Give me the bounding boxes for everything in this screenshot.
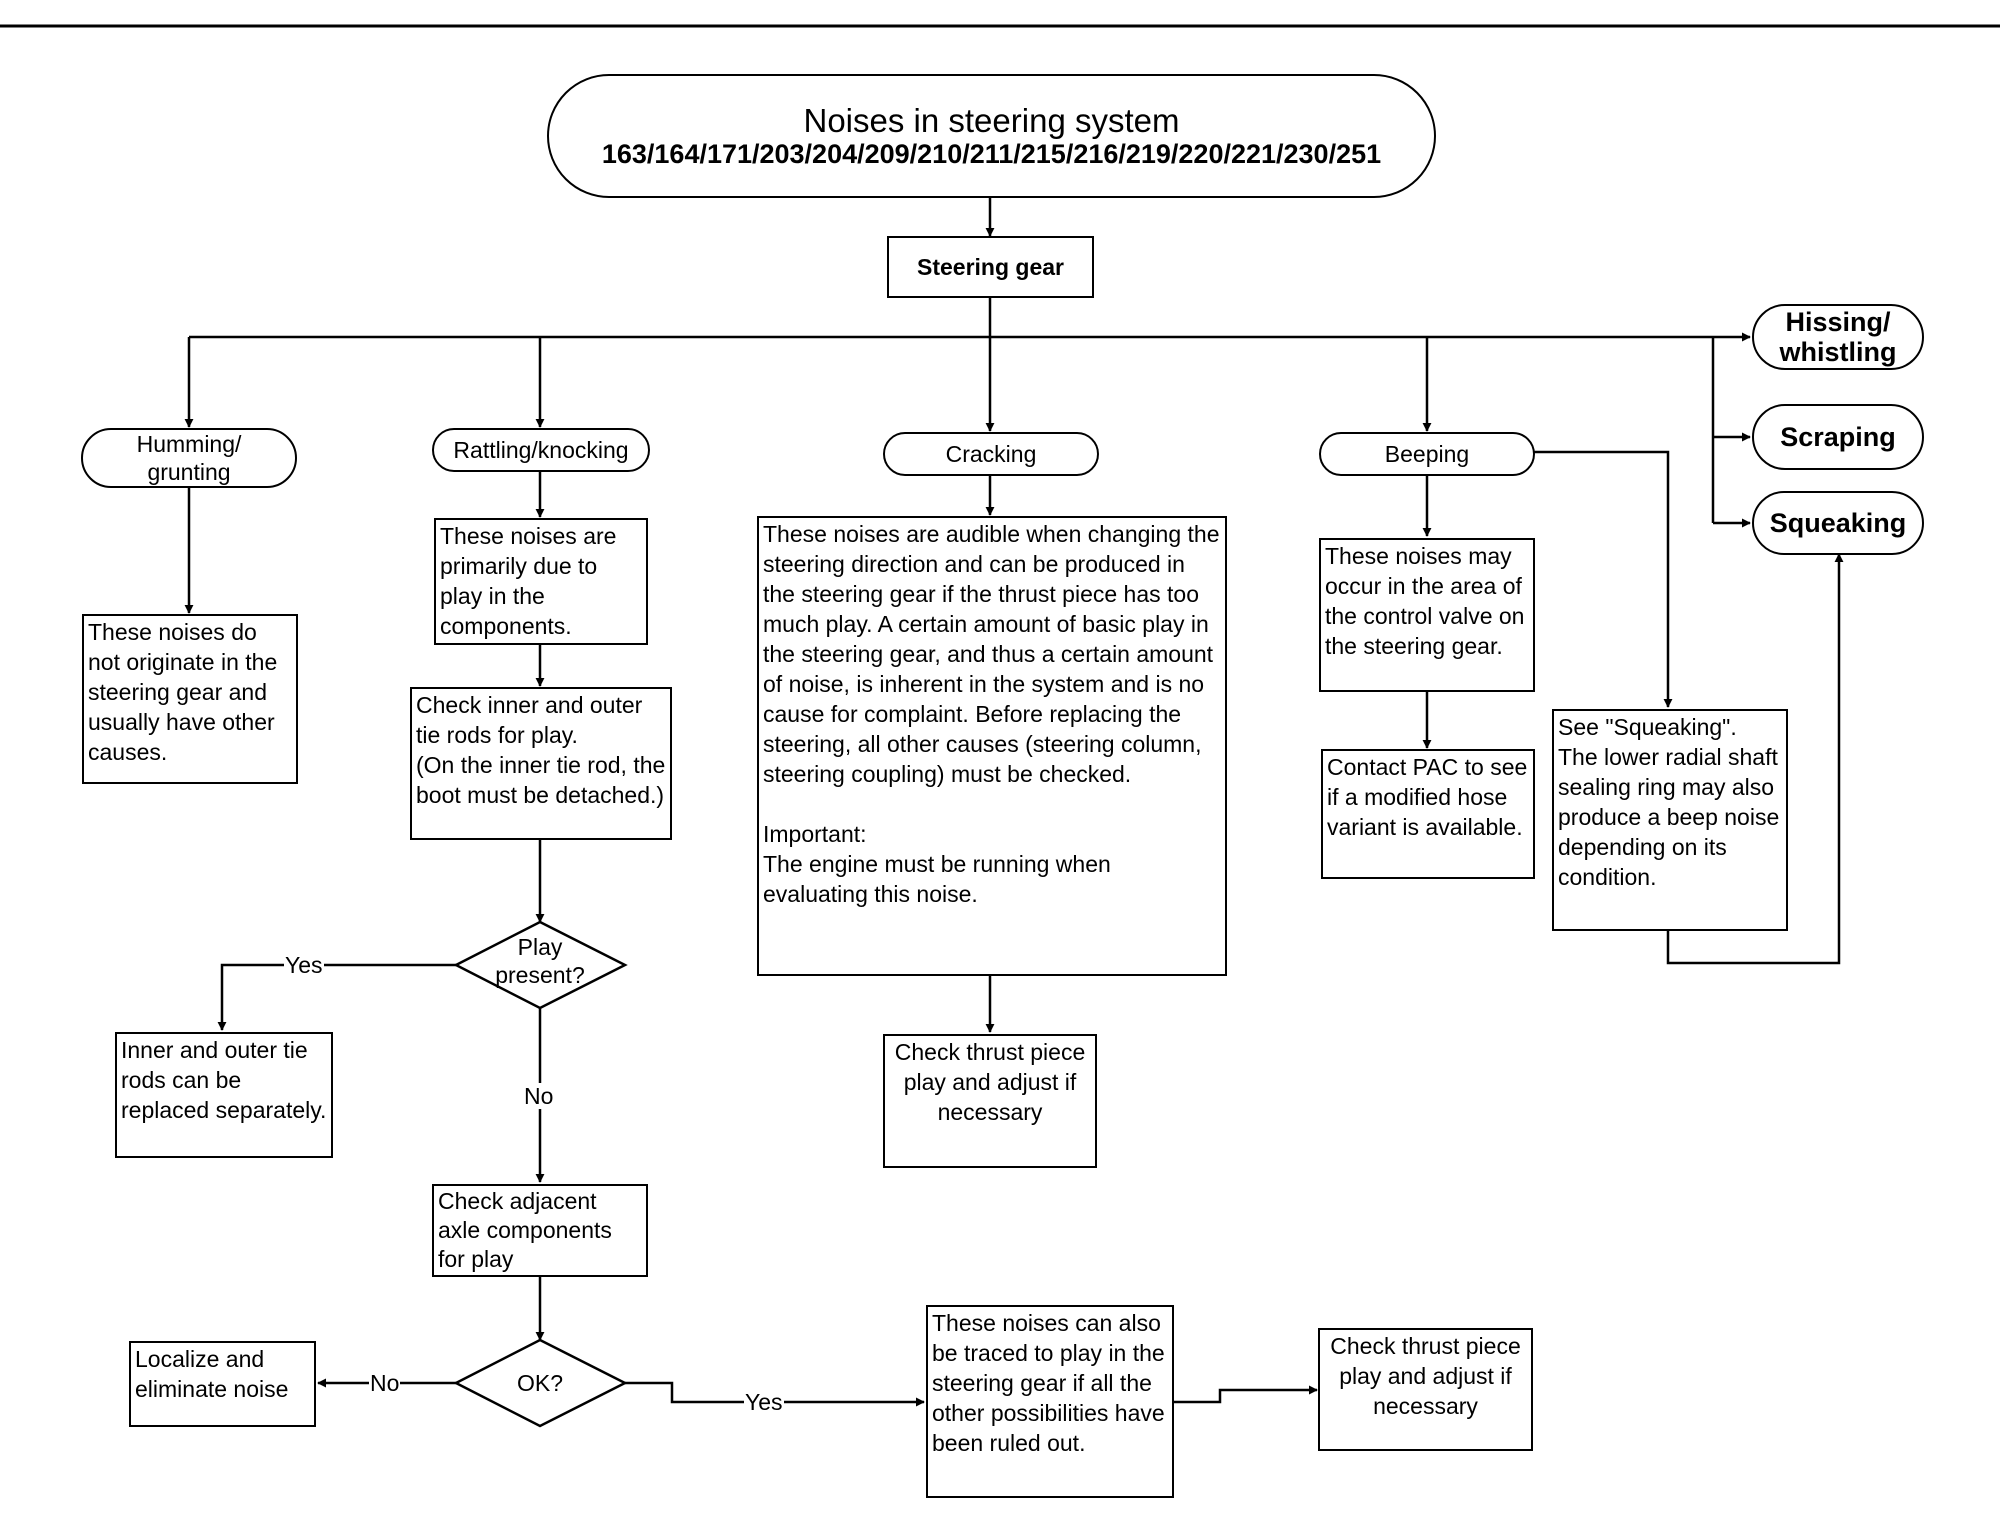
localize-eliminate-box: Localize and eliminate noise xyxy=(129,1341,316,1427)
connector-ok-yes xyxy=(625,1381,925,1407)
cracking-description-spacer xyxy=(763,789,1221,819)
squeaking-node: Squeaking xyxy=(1752,491,1924,555)
page-title: Noises in steering system xyxy=(803,102,1180,139)
cracking-node: Cracking xyxy=(883,432,1099,476)
yes-label-ok: Yes xyxy=(744,1389,784,1415)
connector-traced-to-check-thrust xyxy=(1173,1385,1318,1404)
no-label-ok: No xyxy=(369,1370,401,1396)
ok-text: OK? xyxy=(516,1370,564,1396)
humming-description: These noises do not originate in the ste… xyxy=(82,614,298,784)
connector-beeping-to-see-squeaking xyxy=(1533,450,1673,708)
humming-grunting-node: Humming/ grunting xyxy=(81,428,297,488)
yes-label-play: Yes xyxy=(284,952,324,978)
rattling-description: These noises are primarily due to play i… xyxy=(434,518,648,645)
check-tie-rods-box: Check inner and outer tie rods for play.… xyxy=(410,687,672,840)
contact-pac-box: Contact PAC to see if a modified hose va… xyxy=(1321,749,1535,879)
decision-play-present-shape xyxy=(453,920,628,1010)
traced-play-box: These noises can also be traced to play … xyxy=(926,1305,1174,1498)
connector-see-squeaking-to-squeaking xyxy=(1666,553,1844,965)
check-thrust-mid-box: Check thrust piece play and adjust if ne… xyxy=(883,1034,1097,1168)
tie-rods-replace-box: Inner and outer tie rods can be replaced… xyxy=(115,1032,333,1158)
cracking-important-label: Important: xyxy=(763,821,867,847)
beeping-node: Beeping xyxy=(1319,432,1535,476)
no-label-play: No xyxy=(523,1083,555,1109)
decision-ok-shape xyxy=(453,1338,628,1428)
check-thrust-bottom-box: Check thrust piece play and adjust if ne… xyxy=(1318,1328,1533,1451)
cracking-important-text: The engine must be running when evaluati… xyxy=(763,851,1111,907)
title-node: Noises in steering system 163/164/171/20… xyxy=(547,74,1436,198)
cracking-description: These noises are audible when changing t… xyxy=(757,516,1227,976)
model-list: 163/164/171/203/204/209/210/211/215/216/… xyxy=(601,139,1382,169)
scraping-node: Scraping xyxy=(1752,404,1924,470)
hissing-whistling-node: Hissing/ whistling xyxy=(1752,304,1924,370)
see-squeaking-box: See "Squeaking". The lower radial shaft … xyxy=(1552,709,1788,931)
cracking-description-text: These noises are audible when changing t… xyxy=(763,521,1220,787)
check-adjacent-box: Check adjacent axle components for play xyxy=(432,1184,648,1277)
beeping-description: These noises may occur in the area of th… xyxy=(1319,538,1535,692)
steering-gear-box: Steering gear xyxy=(887,236,1094,298)
rattling-knocking-node: Rattling/knocking xyxy=(432,428,650,472)
play-present-text: Play present? xyxy=(495,934,585,988)
connector-play-yes xyxy=(217,963,456,1031)
